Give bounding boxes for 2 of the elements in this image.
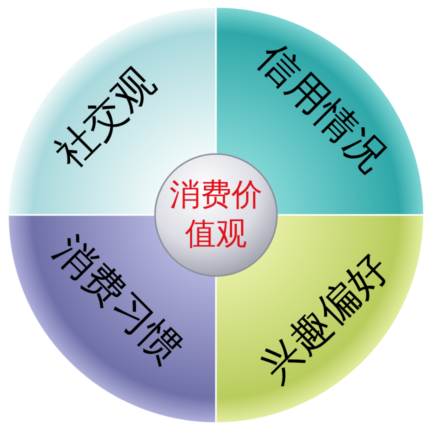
segment-label: 信用情况 [251,37,393,179]
segment-label: 社交观 [48,61,162,175]
